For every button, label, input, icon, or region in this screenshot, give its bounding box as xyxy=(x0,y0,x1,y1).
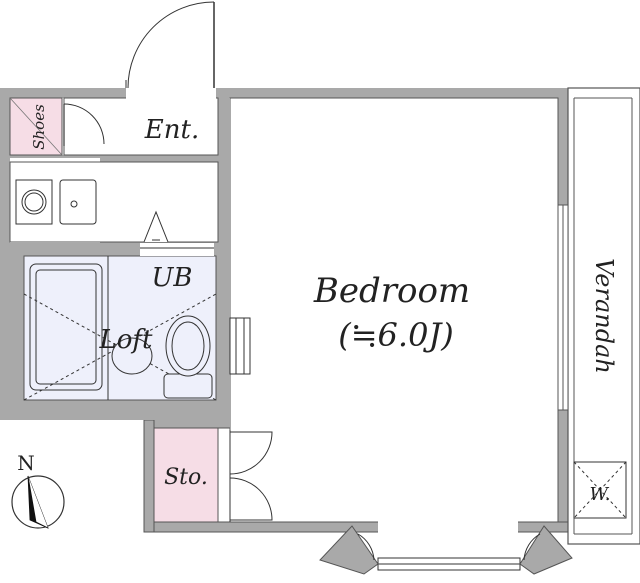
closet-door-swing-bottom xyxy=(229,477,273,521)
bath-door-opening xyxy=(140,243,214,256)
bay-window-right xyxy=(519,525,573,575)
closet-door-swing-top xyxy=(229,431,273,475)
entrance-area xyxy=(63,97,219,156)
unit-bath-label: UB xyxy=(151,263,192,293)
bedroom-size-label: (≒6.0J) xyxy=(338,316,454,354)
bedroom-label: Bedroom xyxy=(313,271,470,311)
storage-wall xyxy=(143,419,155,533)
stove xyxy=(15,179,53,225)
shoes-door-swing xyxy=(63,103,105,145)
bay-window-left xyxy=(319,525,379,575)
toilet-bowl xyxy=(165,315,211,377)
divider-wall-1 xyxy=(218,98,230,428)
shoes-label: Shoes xyxy=(30,104,48,150)
entry-door-opening xyxy=(126,86,216,100)
stove-burner-icon xyxy=(21,189,47,215)
loft-ladder xyxy=(229,317,251,375)
sink xyxy=(59,179,97,225)
storage-label: Sto. xyxy=(164,465,208,490)
compass-north-label: N xyxy=(17,451,35,475)
bottom-window-opening xyxy=(378,521,518,533)
washbasin xyxy=(111,337,153,375)
compass xyxy=(11,475,65,529)
bathtub xyxy=(29,263,103,391)
entry-door-swing xyxy=(127,1,215,89)
bath-bottom-wall xyxy=(0,400,230,420)
loft-label: Loft xyxy=(99,325,154,355)
toilet-tank xyxy=(163,373,213,399)
sink-drain-icon xyxy=(70,200,78,208)
storage-area xyxy=(153,427,219,523)
entrance-label: Ent. xyxy=(144,115,199,145)
washer-label: W. xyxy=(589,484,610,505)
fridge-marker-icon xyxy=(143,210,169,243)
veranda-label: Verandah xyxy=(590,258,618,374)
bedroom-area xyxy=(229,97,559,523)
